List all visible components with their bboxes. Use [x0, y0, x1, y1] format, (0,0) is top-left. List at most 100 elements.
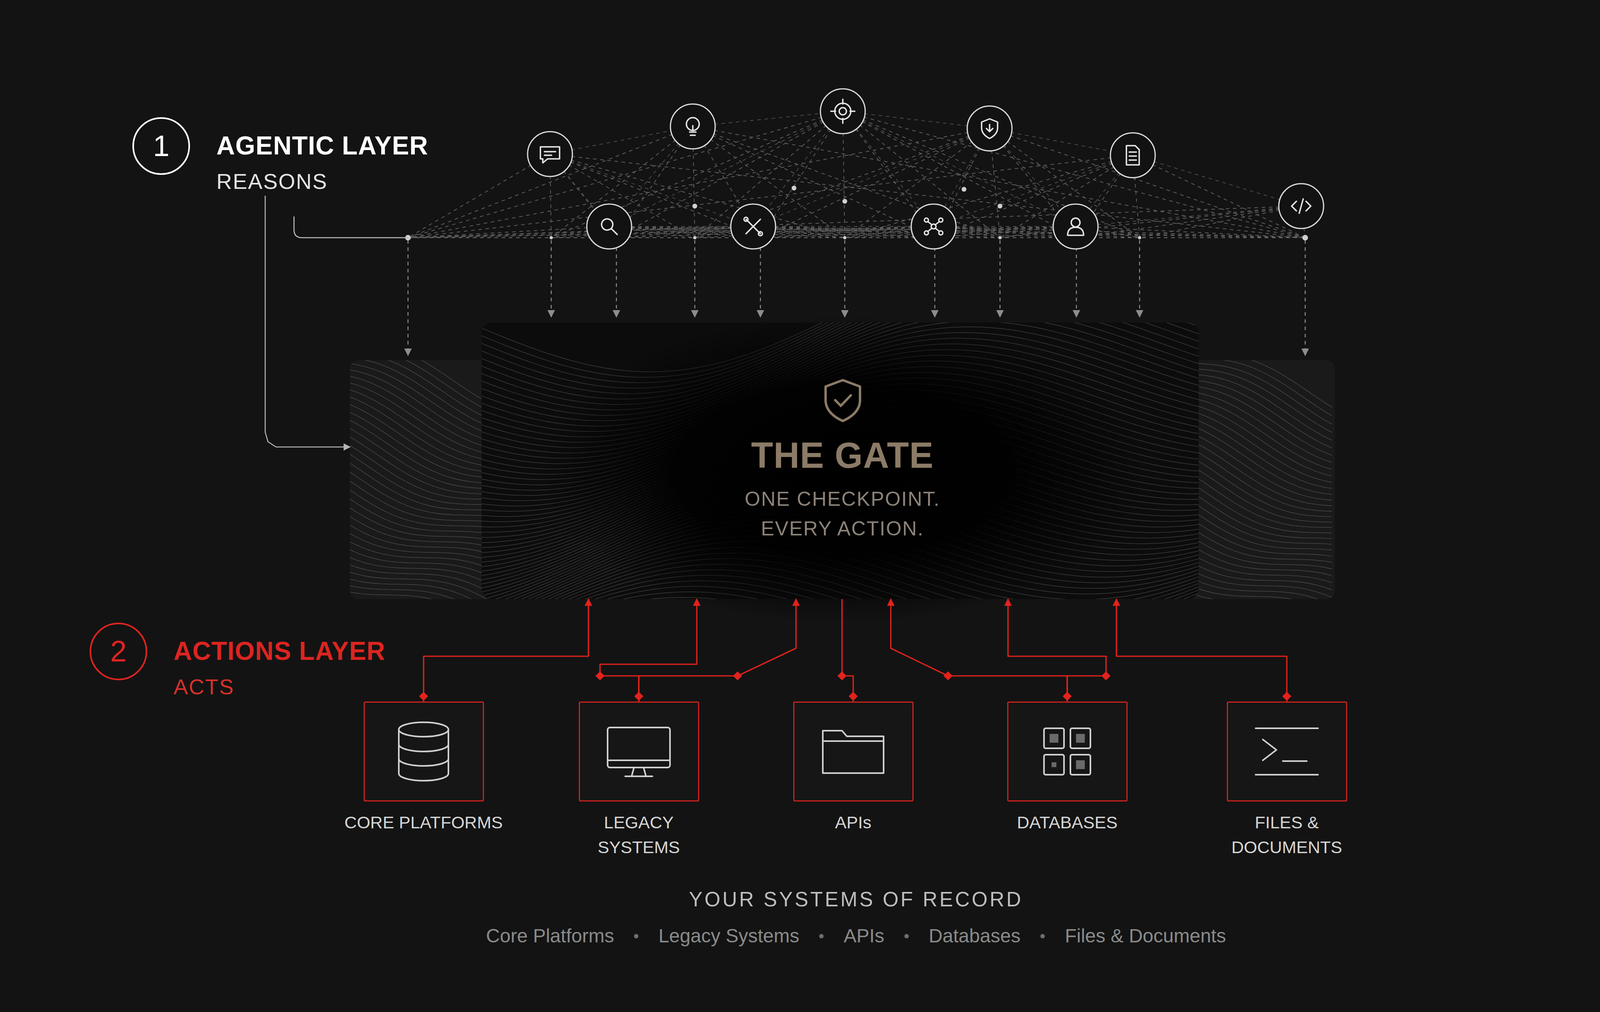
- row-item: Core Platforms: [486, 922, 614, 949]
- network-drop: [1304, 240, 1306, 356]
- wire-connector: [638, 598, 796, 702]
- network-link: [408, 154, 550, 238]
- icon-stroke: [986, 124, 993, 132]
- icon-ring: [670, 104, 716, 149]
- separator-dot: [904, 933, 909, 938]
- network-drop: [1139, 240, 1140, 317]
- network-link: [616, 111, 843, 238]
- agent-icon: [1053, 204, 1098, 249]
- system-icon: [1228, 702, 1346, 800]
- artwork-group: [294, 88, 1335, 707]
- agent-icon: [820, 88, 866, 134]
- system-label: FILES & DOCUMENTS: [1222, 809, 1351, 860]
- agent-icon: [1110, 132, 1156, 178]
- network-link: [1075, 226, 1306, 238]
- network-link: [1076, 206, 1302, 238]
- system-label-wrap: FILES & DOCUMENTS: [1222, 809, 1351, 860]
- icon-stroke: [611, 228, 618, 235]
- network-link: [408, 226, 754, 238]
- icon-stroke: [1071, 218, 1080, 227]
- layer-subtitle: ACTS: [173, 672, 386, 701]
- icon-stroke: [928, 221, 940, 232]
- icon-stroke: [822, 730, 884, 773]
- icon-stroke: [540, 146, 560, 163]
- icon-stroke: [607, 760, 670, 776]
- network-link: [408, 226, 934, 238]
- icon-stroke: [981, 118, 998, 139]
- network-link: [753, 226, 1306, 238]
- wire-connector: [1008, 598, 1106, 702]
- icon-stroke: [689, 125, 696, 136]
- network-drop: [694, 240, 696, 317]
- network-link: [550, 154, 761, 238]
- network-link: [753, 128, 990, 227]
- icon-ring: [527, 131, 573, 177]
- layer-title: AGENTIC LAYER: [216, 129, 429, 162]
- row-item: Files & Documents: [1020, 922, 1226, 949]
- network-link: [408, 126, 693, 238]
- network-link: [408, 206, 1302, 238]
- wire-connector: [890, 598, 1068, 702]
- network-dot: [1302, 234, 1308, 241]
- leader-line: [294, 216, 408, 238]
- system-label: LEGACY SYSTEMS: [578, 809, 699, 860]
- system-name: Core Platforms: [486, 922, 614, 949]
- row-item: APIs: [799, 922, 884, 949]
- layer-text: AGENTIC LAYERREASONS: [216, 129, 429, 196]
- icon-stroke: [830, 99, 855, 124]
- icon-fill: [1076, 760, 1085, 769]
- row-item: Databases: [884, 922, 1021, 949]
- agent-icon: [911, 204, 956, 249]
- icon-stroke: [1126, 145, 1140, 165]
- network-link: [933, 226, 1306, 238]
- icon-stroke: [1070, 728, 1091, 748]
- icon-ring: [911, 204, 956, 249]
- callout-number: 2: [110, 636, 127, 666]
- wire-connector: [423, 598, 589, 702]
- network-dot: [1138, 236, 1142, 240]
- system-box: DATABASES: [1007, 701, 1128, 802]
- system-label-wrap: LEGACY SYSTEMS: [578, 809, 699, 860]
- system-box: LEGACY SYSTEMS: [578, 701, 700, 802]
- system-icon: [1008, 702, 1127, 800]
- network-drop: [407, 240, 409, 356]
- system-icon: [794, 702, 913, 800]
- network-link: [1075, 206, 1302, 227]
- icon-ring: [730, 204, 776, 249]
- agent-network: [294, 88, 1324, 356]
- wave-line: [350, 598, 510, 599]
- system-box: FILES & DOCUMENTS: [1226, 701, 1348, 802]
- icon-stroke: [544, 151, 556, 156]
- icon-stroke: [1044, 754, 1064, 775]
- system-icon: [580, 702, 698, 800]
- network-bus: [408, 237, 1306, 238]
- network-link: [1132, 155, 1306, 238]
- system-label: DATABASES: [995, 809, 1140, 835]
- network-dot: [549, 236, 553, 240]
- network-dot: [843, 236, 847, 240]
- separator-dot: [634, 933, 639, 938]
- gate-tagline: ONE CHECKPOINT. EVERY ACTION.: [714, 484, 971, 544]
- system-name: APIs: [843, 922, 884, 949]
- section-heading: YOUR SYSTEMS OF RECORD: [0, 884, 1600, 914]
- icon-stroke: [1291, 198, 1311, 214]
- network-dot: [998, 236, 1002, 240]
- system-name: Files & Documents: [1064, 922, 1226, 949]
- icon-stroke: [398, 729, 449, 781]
- icon-stroke: [1044, 728, 1064, 748]
- gate-text: THE GATEONE CHECKPOINT. EVERY ACTION.: [350, 434, 1335, 544]
- network-drop: [550, 240, 552, 317]
- agent-icon: [967, 106, 1012, 151]
- layer-title: ACTIONS LAYER: [173, 634, 386, 668]
- icon-ring: [586, 204, 632, 249]
- layer-text: ACTIONS LAYER ACTS: [173, 634, 386, 701]
- icon-ring: [1278, 183, 1324, 229]
- icon-stroke: [1255, 728, 1318, 775]
- gate-panel: THE GATEONE CHECKPOINT. EVERY ACTION.: [350, 322, 1335, 599]
- network-drop: [760, 240, 761, 317]
- network-link: [692, 126, 935, 238]
- icon-ring: [820, 88, 866, 134]
- label-row: Core PlatformsLegacy SystemsAPIsDatabase…: [0, 922, 1600, 949]
- system-label-wrap: DATABASES: [995, 809, 1140, 835]
- network-dot: [693, 236, 697, 240]
